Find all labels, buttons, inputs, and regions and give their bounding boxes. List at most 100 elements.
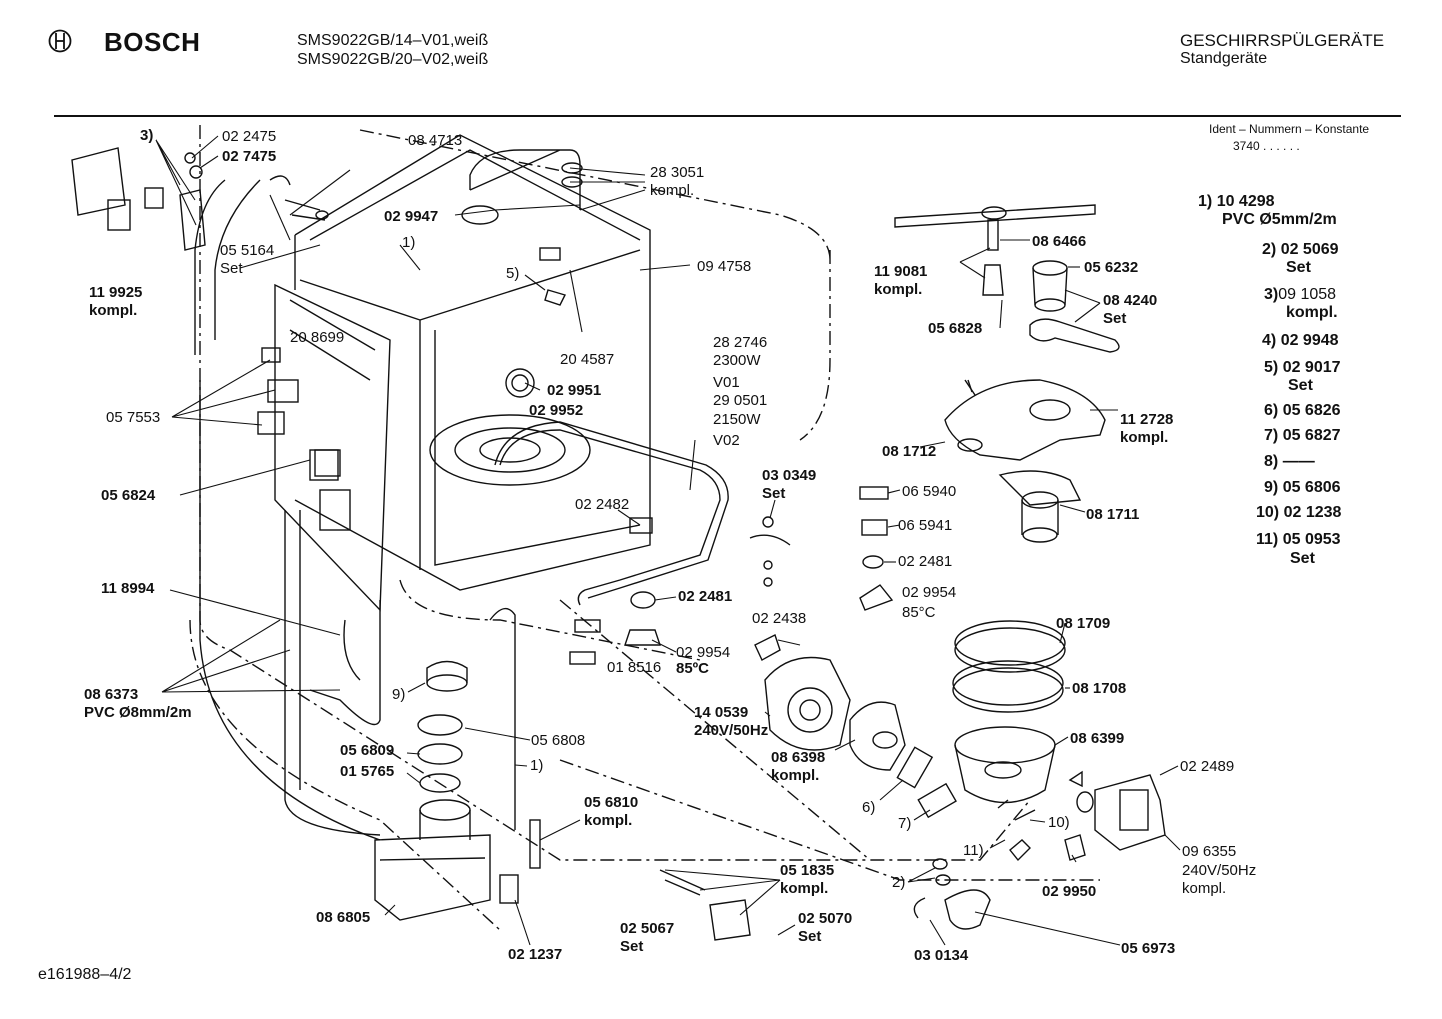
legend-item: 6) 05 6826 <box>1264 402 1341 419</box>
label-055164-set: Set <box>220 260 243 277</box>
ident-title: Ident – Nummern – Konstante <box>1209 122 1370 136</box>
label-119081-kompl: kompl. <box>874 281 923 298</box>
label-208699: 20 8699 <box>290 329 345 346</box>
label-022482: 02 2482 <box>575 496 630 513</box>
legend-item-sub: kompl. <box>1286 304 1338 321</box>
label-018516: 01 8516 <box>607 659 662 676</box>
detergent-dispenser <box>71 147 329 251</box>
cap-9 <box>426 660 468 692</box>
legend-item-sub: Set <box>1290 550 1315 567</box>
label-025067-set: Set <box>620 938 644 955</box>
label-030134: 03 0134 <box>914 947 969 964</box>
label-094758: 09 4758 <box>697 258 752 275</box>
label-022481-b: 02 2481 <box>898 553 953 570</box>
label-022438: 02 2438 <box>752 610 807 627</box>
legend-item: 5) 02 9017 <box>1264 359 1341 376</box>
bosch-logo-icon <box>48 29 72 53</box>
cabinet-outline-dashed <box>189 125 1031 931</box>
top-pipe <box>469 149 581 210</box>
label-022481-a: 02 2481 <box>678 588 733 605</box>
label-081709: 08 1709 <box>1056 615 1111 632</box>
label-030349-set: Set <box>762 485 786 502</box>
model-line-2: SMS9022GB/20–V02,weiß <box>297 51 489 68</box>
label-022489: 02 2489 <box>1180 758 1235 775</box>
label-119925: 11 9925 <box>89 284 143 301</box>
label-025070: 02 5070 <box>798 910 853 927</box>
label-v01: V01 <box>713 374 740 391</box>
label-056232: 05 6232 <box>1084 259 1139 276</box>
circulation-pump <box>764 656 851 751</box>
label-065941: 06 5941 <box>898 517 953 534</box>
legend-item: 11) 05 0953 <box>1256 531 1341 548</box>
label-3: 3) <box>140 127 154 144</box>
document-id: e161988–4/2 <box>38 966 132 983</box>
legend-item: 3)09 1058 <box>1264 286 1337 303</box>
label-081711: 08 1711 <box>1086 506 1140 523</box>
label-027475: 02 7475 <box>222 148 277 165</box>
label-056828: 05 6828 <box>928 320 983 337</box>
sump-housing <box>954 726 1056 804</box>
label-051835-kompl: kompl. <box>780 880 829 897</box>
label-85c-a: 85ºC <box>676 660 709 677</box>
legend-item-sub: Set <box>1288 377 1313 394</box>
label-030349: 03 0349 <box>762 467 817 484</box>
label-112728: 11 2728 <box>1120 411 1174 428</box>
category-subtitle: Standgeräte <box>1180 50 1268 67</box>
label-5: 5) <box>506 265 520 282</box>
label-9: 9) <box>392 686 406 703</box>
label-2150w: 2150W <box>713 411 761 428</box>
label-051835: 05 1835 <box>780 862 835 879</box>
label-056810-kompl: kompl. <box>584 812 633 829</box>
label-096355-kompl: kompl. <box>1182 880 1227 897</box>
label-015765: 01 5765 <box>340 763 395 780</box>
legend-item-sub: PVC Ø5mm/2m <box>1222 211 1337 228</box>
label-204587: 20 4587 <box>560 351 615 368</box>
label-11: 11) <box>963 842 984 859</box>
label-084713: 08 4713 <box>408 132 463 149</box>
label-056808: 05 6808 <box>531 732 586 749</box>
label-112728-kompl: kompl. <box>1120 429 1169 446</box>
label-057553: 05 7553 <box>106 409 161 426</box>
label-086466: 08 6466 <box>1032 233 1087 250</box>
label-2300w: 2300W <box>713 352 761 369</box>
label-10: 10) <box>1048 814 1070 831</box>
fine-filter <box>998 470 1082 543</box>
legend-item: 4) 02 9948 <box>1262 332 1339 349</box>
label-021237: 02 1237 <box>508 946 563 963</box>
label-6: 6) <box>862 799 876 816</box>
seal-056808 <box>417 714 463 736</box>
label-056810: 05 6810 <box>584 794 639 811</box>
legend-item: 10) 02 1238 <box>1256 504 1342 521</box>
pump-housing <box>849 701 906 771</box>
model-line-1: SMS9022GB/14–V01,weiß <box>297 32 489 49</box>
label-056973: 05 6973 <box>1121 940 1176 957</box>
drain-pump <box>1094 774 1166 851</box>
label-v02: V02 <box>713 432 740 449</box>
heating-pump-assembly <box>374 799 491 921</box>
label-140539-volt: 240V/50Hz <box>694 722 769 739</box>
category-title: GESCHIRRSPÜLGERÄTE <box>1180 31 1385 50</box>
legend-item: 7) 05 6827 <box>1264 427 1341 444</box>
label-086399: 08 6399 <box>1070 730 1125 747</box>
legend-item-sub: Set <box>1286 259 1311 276</box>
label-85c-b: 85°C <box>902 604 936 621</box>
label-086805: 08 6805 <box>316 909 371 926</box>
ident-value: 3740 . . . . . . <box>1233 139 1300 153</box>
sump-rings <box>952 620 1066 713</box>
hose-6 <box>896 746 934 789</box>
label-119081: 11 9081 <box>874 263 928 280</box>
upper-spray-arm <box>894 204 1096 296</box>
label-056824: 05 6824 <box>101 487 156 504</box>
seal-056809 <box>417 743 463 765</box>
label-283051-kompl: kompl. <box>650 182 695 199</box>
label-086398: 08 6398 <box>771 749 826 766</box>
clip-030134 <box>913 897 926 919</box>
label-118994: 11 8994 <box>101 580 155 597</box>
label-086373-pvc: PVC Ø8mm/2m <box>84 704 192 721</box>
label-096355-volt: 240V/50Hz <box>1182 862 1257 879</box>
part-051835 <box>659 869 751 941</box>
drain-hose <box>309 600 381 726</box>
left-hoses <box>194 179 381 841</box>
legend-item: 9) 05 6806 <box>1264 479 1341 496</box>
